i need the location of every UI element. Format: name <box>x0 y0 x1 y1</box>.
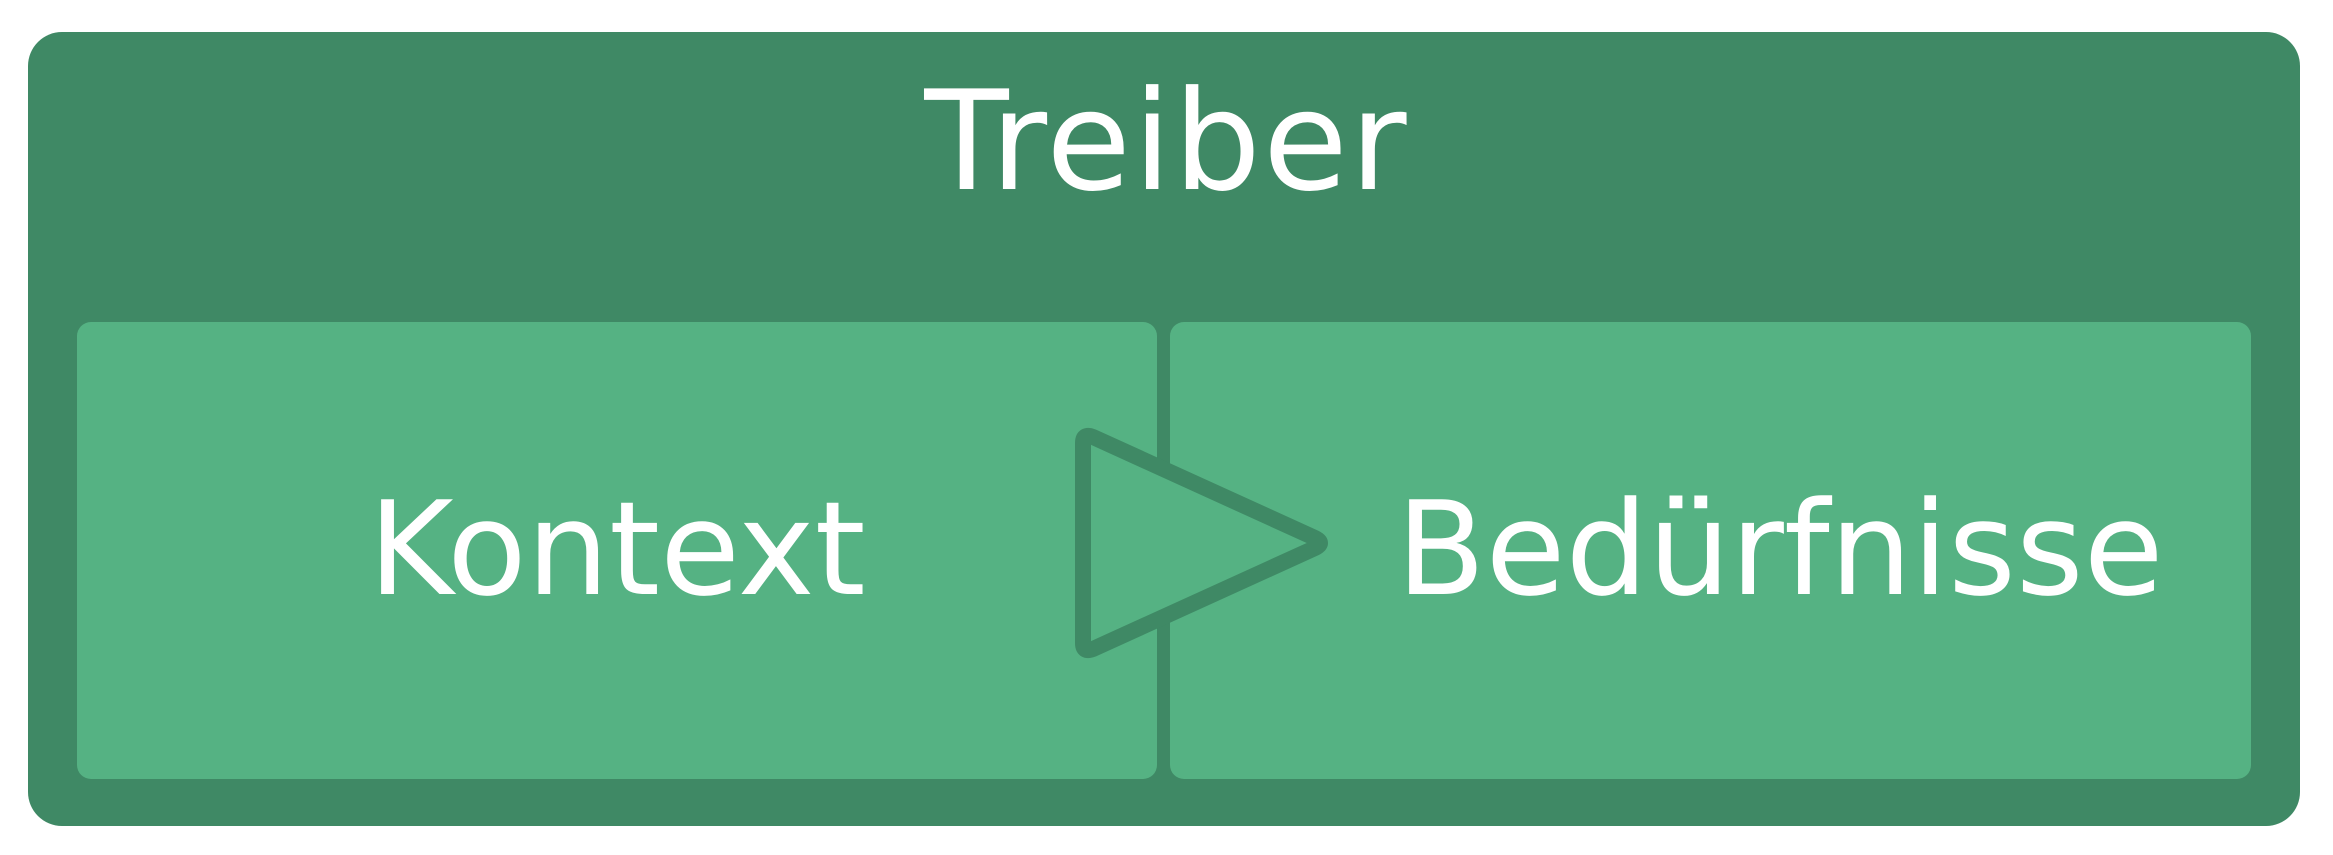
beduerfnisse-box <box>1170 322 2251 779</box>
beduerfnisse-label: Bedürfnisse <box>1396 473 2164 625</box>
diagram-title: Treiber <box>924 61 1409 222</box>
kontext-label: Kontext <box>368 473 866 625</box>
kontext-box <box>77 322 1157 779</box>
play-triangle-icon <box>1075 427 1328 659</box>
